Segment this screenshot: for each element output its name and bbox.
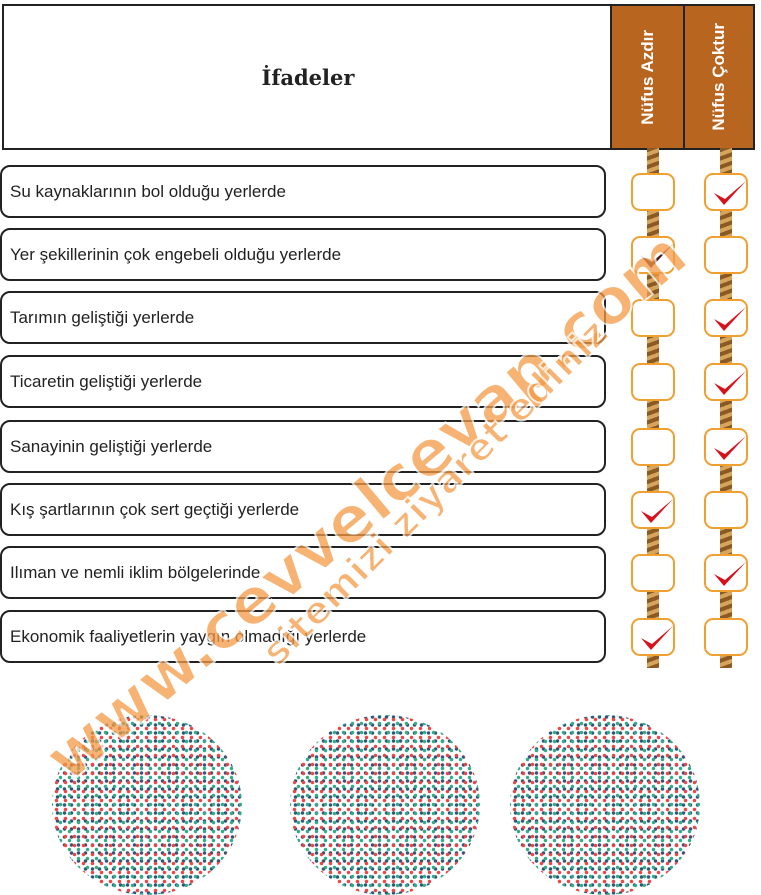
statement-row: Yer şekillerinin çok engebeli olduğu yer… [0,228,606,281]
checkbox-nufus-azdir[interactable] [631,428,675,466]
checkmark-icon [714,436,746,460]
header-title: İfadeler [261,64,355,90]
checkbox-nufus-coktur[interactable] [704,236,748,274]
statement-text: Tarımın geliştiği yerlerde [10,307,195,327]
checkbox-nufus-coktur[interactable] [704,363,748,401]
statement-row: Ticaretin geliştiği yerlerde [0,355,606,408]
statement-text: Ekonomik faaliyetlerin yaygın olmadığı y… [10,626,367,646]
crowd-pie-image [52,715,242,895]
checkbox-nufus-coktur[interactable] [704,554,748,592]
checkbox-nufus-coktur[interactable] [704,173,748,211]
statement-row: Sanayinin geliştiği yerlerde [0,420,606,473]
statement-text: Kış şartlarının çok sert geçtiği yerlerd… [10,499,300,519]
rope-decoration [720,148,732,668]
checkbox-nufus-azdir[interactable] [631,173,675,211]
checkbox-nufus-azdir[interactable] [631,491,675,529]
statement-text: Ticaretin geliştiği yerlerde [10,371,203,391]
crowd-pie-image [290,715,480,895]
checkmark-icon [714,562,746,586]
checkbox-nufus-azdir[interactable] [631,236,675,274]
checkmark-icon [641,626,673,650]
rope-decoration [647,148,659,668]
checkbox-nufus-coktur[interactable] [704,428,748,466]
crowd-pie-image [510,715,700,895]
checkmark-icon [641,244,673,268]
statement-row: Su kaynaklarının bol olduğu yerlerde [0,165,606,218]
checkbox-nufus-azdir[interactable] [631,363,675,401]
header-nufus-coktur: Nüfus Çoktur [683,4,755,150]
header-nufus-azdir: Nüfus Azdır [610,4,685,150]
checkbox-nufus-azdir[interactable] [631,618,675,656]
checkmark-icon [714,371,746,395]
header-ifadeler: İfadeler [2,4,612,150]
statement-text: Ilıman ve nemli iklim bölgelerinde [10,562,261,582]
checkmark-icon [714,181,746,205]
col2-label: Nüfus Çoktur [709,23,728,131]
checkbox-nufus-coktur[interactable] [704,491,748,529]
checkbox-nufus-azdir[interactable] [631,554,675,592]
col1-label: Nüfus Azdır [637,29,657,125]
checkbox-nufus-azdir[interactable] [631,299,675,337]
checkbox-nufus-coktur[interactable] [704,299,748,337]
statement-row: Ekonomik faaliyetlerin yaygın olmadığı y… [0,610,606,663]
checkmark-icon [714,307,746,331]
statement-row: Tarımın geliştiği yerlerde [0,291,606,344]
statement-row: Ilıman ve nemli iklim bölgelerinde [0,546,606,599]
checkbox-nufus-coktur[interactable] [704,618,748,656]
statement-text: Yer şekillerinin çok engebeli olduğu yer… [10,244,342,264]
statement-row: Kış şartlarının çok sert geçtiği yerlerd… [0,483,606,536]
checkmark-icon [641,499,673,523]
statement-text: Su kaynaklarının bol olduğu yerlerde [10,181,286,201]
statement-text: Sanayinin geliştiği yerlerde [10,436,213,456]
